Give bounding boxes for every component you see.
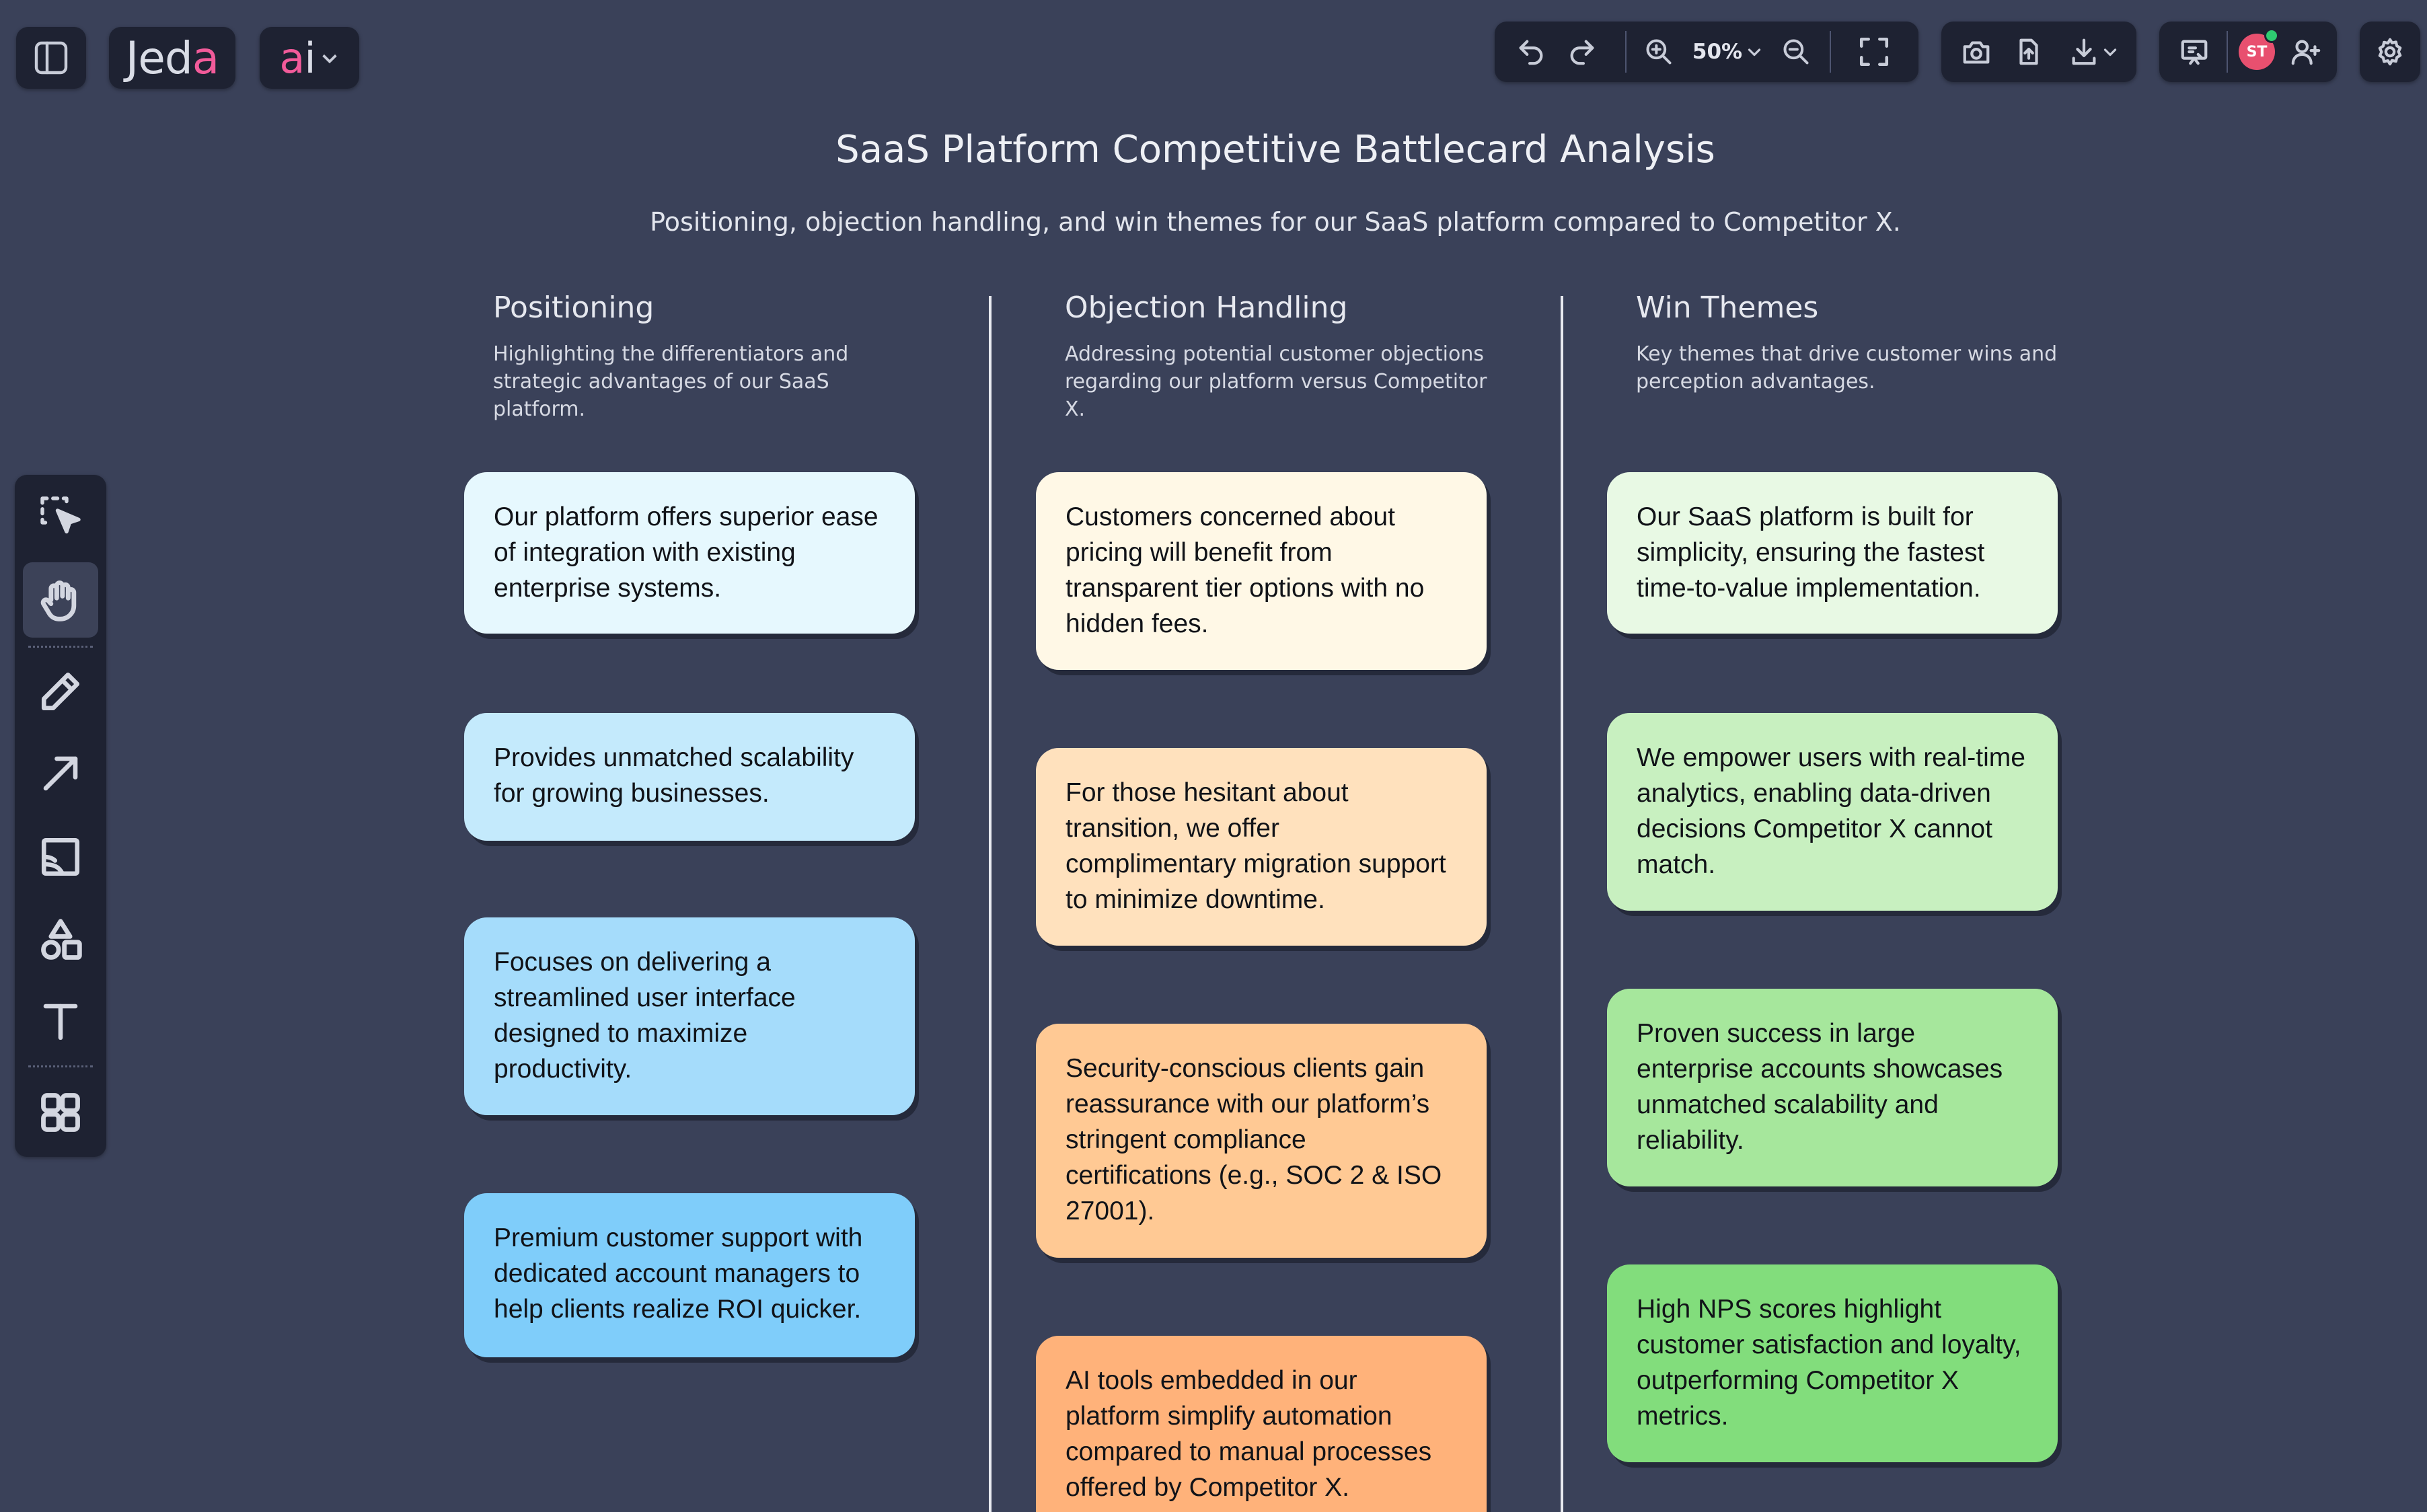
column-divider [989, 296, 992, 1512]
fullscreen-icon [1859, 37, 1889, 67]
settings-button[interactable] [2360, 22, 2420, 82]
sticky-note[interactable]: For those hesitant about transition, we … [1036, 748, 1487, 946]
export-toolbar [1941, 22, 2136, 82]
arrow-icon [43, 756, 78, 791]
column-description: Highlighting the differentiators and str… [493, 342, 849, 421]
templates-tool[interactable] [23, 1075, 98, 1150]
pencil-icon [41, 672, 80, 711]
tool-separator [28, 1065, 93, 1067]
select-tool[interactable] [23, 479, 98, 554]
sticky-note[interactable]: We empower users with real-time analytic… [1607, 713, 2058, 911]
hand-icon [40, 580, 77, 621]
column-heading-win-themes: Win Themes [1636, 291, 1819, 325]
shapes-icon [41, 919, 82, 960]
zoom-in-button[interactable] [1639, 32, 1679, 72]
sticky-note[interactable]: Security-conscious clients gain reassura… [1036, 1024, 1487, 1258]
sticky-note[interactable]: High NPS scores highlight customer satis… [1607, 1264, 2058, 1462]
board-subtitle: Positioning, objection handling, and win… [650, 207, 1901, 237]
column-heading-objection-handling: Objection Handling [1065, 291, 1348, 325]
tool-separator [28, 646, 93, 648]
grid-icon [41, 1093, 80, 1132]
board-title: SaaS Platform Competitive Battlecard Ana… [835, 128, 1715, 172]
zoom-out-icon [1783, 39, 1809, 65]
camera-icon [1963, 41, 1990, 64]
undo-icon [1519, 40, 1543, 65]
toolbar-divider [1830, 31, 1831, 73]
sticky-note[interactable]: AI tools embedded in our platform simpli… [1036, 1336, 1487, 1512]
invite-user-button[interactable] [2284, 32, 2327, 72]
zoom-level-dropdown[interactable]: 50% [1690, 32, 1765, 72]
zoom-level-label: 50% [1692, 40, 1743, 64]
ai-menu-button[interactable]: aaii [260, 27, 359, 89]
shapes-tool[interactable] [23, 903, 98, 978]
fit-to-screen-button[interactable] [1853, 32, 1896, 72]
app-logo: Jeda [125, 32, 219, 84]
sticky-note[interactable]: Focuses on delivering a streamlined user… [464, 917, 915, 1115]
ai-logo: aaii [279, 33, 315, 83]
redo-icon [1570, 40, 1594, 65]
chevron-down-icon [2103, 48, 2117, 56]
zoom-out-button[interactable] [1776, 32, 1816, 72]
column-divider [1561, 296, 1563, 1512]
sidebar-toggle-button[interactable] [16, 27, 86, 89]
gear-icon [2360, 22, 2420, 82]
chevron-down-icon [1748, 48, 1761, 56]
pencil-tool[interactable] [23, 654, 98, 729]
sticky-note[interactable]: Our platform offers superior ease of int… [464, 472, 915, 634]
sidebar-panel-icon [16, 27, 86, 89]
upload-icon [2019, 38, 2038, 65]
download-icon [2072, 38, 2096, 65]
screenshot-button[interactable] [1955, 32, 1998, 72]
sticky-note[interactable]: Our SaaS platform is built for simplicit… [1607, 472, 2058, 634]
selection-cursor-icon [40, 496, 81, 534]
column-description: Addressing potential customer objections… [1065, 342, 1487, 421]
image-icon [41, 837, 80, 876]
text-icon [43, 1004, 78, 1041]
text-tool[interactable] [23, 983, 98, 1059]
sticky-note[interactable]: Customers concerned about pricing will b… [1036, 472, 1487, 670]
redo-button[interactable] [1562, 32, 1602, 72]
add-user-icon [2291, 40, 2321, 65]
online-status-indicator [2264, 28, 2279, 43]
column-heading-positioning: Positioning [493, 291, 655, 325]
logo-button[interactable]: Jeda [109, 27, 235, 89]
arrow-tool[interactable] [23, 736, 98, 811]
download-button[interactable] [2058, 32, 2128, 72]
history-zoom-toolbar: 50% [1495, 22, 1918, 82]
sticky-note[interactable]: Premium customer support with dedicated … [464, 1193, 915, 1357]
collaboration-toolbar: ST [2159, 22, 2337, 82]
sticky-note[interactable]: Provides unmatched scalability for growi… [464, 713, 915, 841]
toolbar-divider [1625, 31, 1627, 73]
zoom-in-icon [1646, 39, 1672, 65]
toolbar-divider [2227, 31, 2228, 73]
share-button[interactable] [2007, 32, 2050, 72]
column-description: Key themes that drive customer wins and … [1636, 342, 2058, 393]
image-tool[interactable] [23, 819, 98, 895]
present-button[interactable] [2173, 32, 2216, 72]
undo-button[interactable] [1511, 32, 1551, 72]
sticky-note[interactable]: Proven success in large enterprise accou… [1607, 989, 2058, 1186]
presentation-icon [2181, 40, 2208, 65]
hand-tool[interactable] [23, 562, 98, 638]
chevron-down-icon [322, 54, 337, 64]
